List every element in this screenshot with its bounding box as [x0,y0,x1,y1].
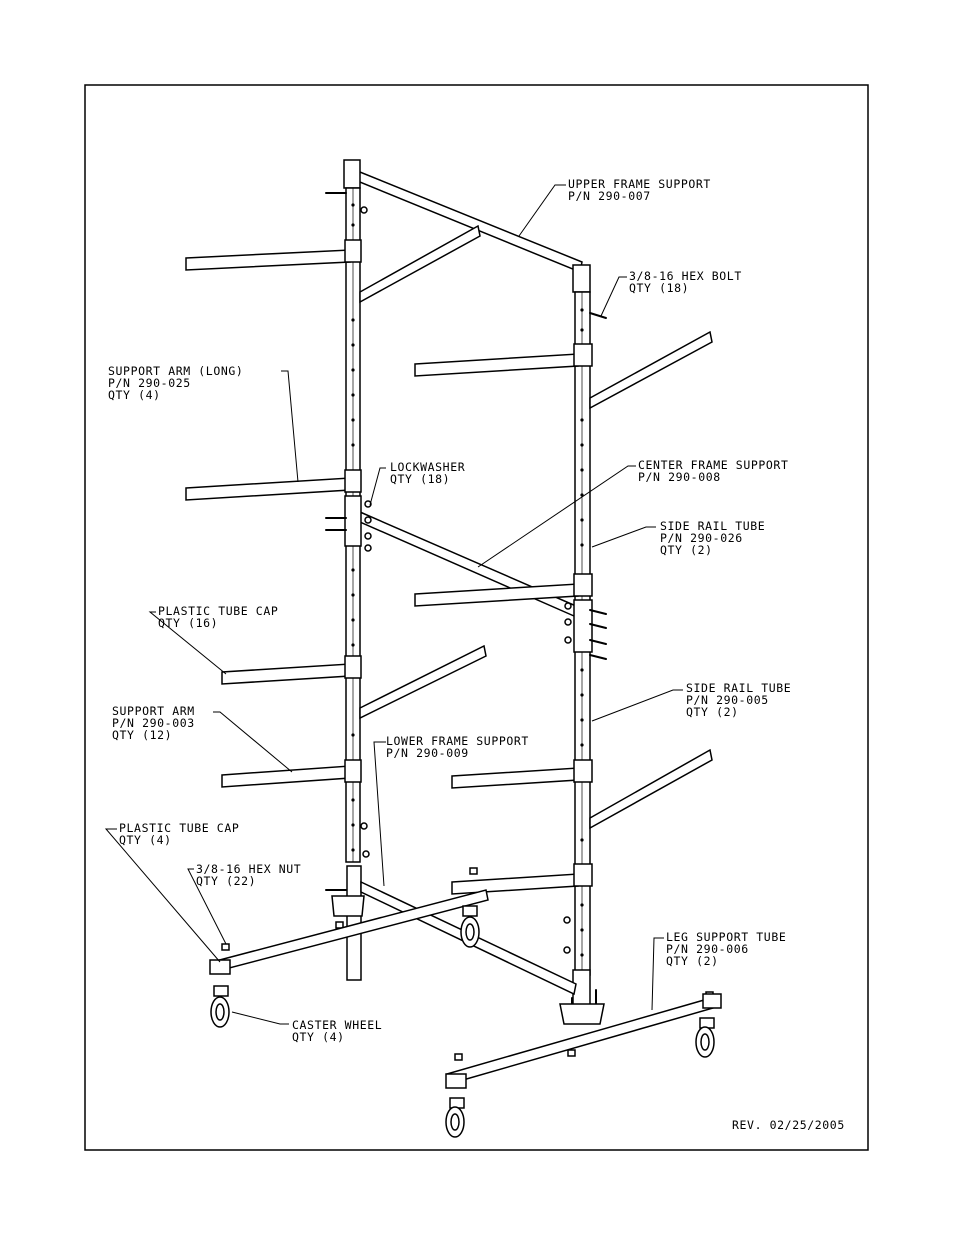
caster-wheels [210,905,715,1138]
callout-lockwasher: LOCKWASHER QTY (18) [390,460,473,486]
left-leg-support [209,889,489,975]
callout-center-frame-support: CENTER FRAME SUPPORT P/N 290-008 [638,458,796,484]
callout-upper-frame-support: UPPER FRAME SUPPORT P/N 290-007 [568,177,718,203]
arm-brackets [344,239,593,887]
callout-plastic-tube-cap-4: PLASTIC TUBE CAP QTY (4) [119,821,247,847]
callout-support-arm: SUPPORT ARM P/N 290-003 QTY (12) [112,704,202,742]
callout-caster-wheel: CASTER WHEEL QTY (4) [292,1018,390,1044]
callout-lower-frame-support: LOWER FRAME SUPPORT P/N 290-009 [386,734,536,760]
callout-plastic-tube-cap-16: PLASTIC TUBE CAP QTY (16) [158,604,286,630]
drawing-border [84,84,869,1151]
callout-leg-support-tube: LEG SUPPORT TUBE P/N 290-006 QTY (2) [666,930,794,968]
right-support-arms [414,353,579,895]
callout-side-rail-tube-026: SIDE RAIL TUBE P/N 290-026 QTY (2) [660,519,773,557]
upper-frame-support-part [343,159,591,293]
upright-holes [351,203,584,957]
leader-lines [104,184,683,1025]
left-back-arms [359,224,487,720]
rack-illustration [185,159,722,1138]
callout-labels: UPPER FRAME SUPPORT P/N 290-007 3/8-16 H… [108,177,799,1044]
left-side-rail [345,187,362,981]
right-back-arms [589,330,713,830]
revision-label: REV. 02/25/2005 [732,1118,845,1132]
callout-support-arm-long: SUPPORT ARM (LONG) P/N 290-025 QTY (4) [108,364,251,402]
callout-side-rail-tube-005: SIDE RAIL TUBE P/N 290-005 QTY (2) [686,681,799,719]
right-leg-support [445,993,722,1089]
callout-hex-nut: 3/8-16 HEX NUT QTY (22) [196,862,309,888]
callout-hex-bolt: 3/8-16 HEX BOLT QTY (18) [629,269,749,295]
left-support-arms [185,249,351,788]
